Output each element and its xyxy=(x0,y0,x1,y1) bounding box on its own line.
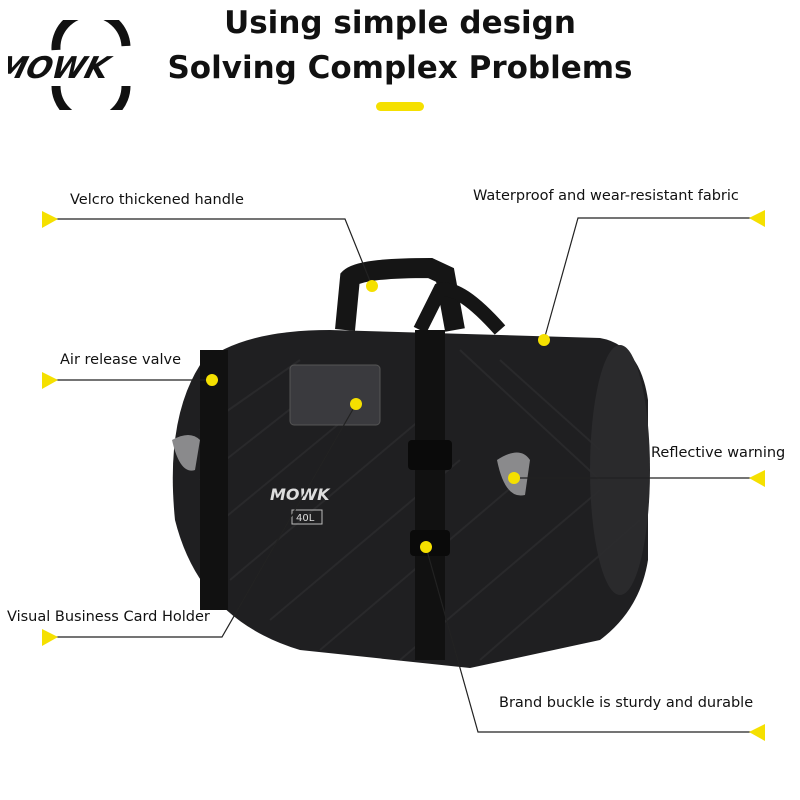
strap xyxy=(413,282,506,335)
center-strap xyxy=(415,330,445,660)
dot-icon xyxy=(420,541,432,553)
dot-icon xyxy=(350,398,362,410)
headline-line2: Solving Complex Problems xyxy=(167,50,633,86)
callout-arrows xyxy=(42,210,765,741)
logo-text: MOWK xyxy=(8,51,116,85)
left-strap xyxy=(200,350,228,610)
dot-icon xyxy=(206,374,218,386)
buckle xyxy=(408,440,452,470)
reflective-patch xyxy=(172,435,200,471)
callout-card-holder: Visual Business Card Holder xyxy=(7,609,210,625)
callout-reflective-warning: Reflective warning xyxy=(651,445,786,461)
arrow-icon xyxy=(749,470,765,487)
callout-velcro-handle: Velcro thickened handle xyxy=(70,192,244,208)
dot-icon xyxy=(366,280,378,292)
bag-body xyxy=(172,330,648,668)
arrow-icon xyxy=(749,210,765,227)
arrow-icon xyxy=(42,629,58,646)
bag-logo-text: MOWK xyxy=(270,485,331,504)
callout-dots xyxy=(206,280,550,553)
callout-waterproof-fabric: Waterproof and wear-resistant fabric xyxy=(473,188,739,204)
callout-brand-buckle: Brand buckle is sturdy and durable xyxy=(499,695,754,711)
arrow-icon xyxy=(42,211,58,228)
brand-logo: MOWK xyxy=(8,20,131,110)
headline-line1: Using simple design xyxy=(224,5,576,41)
card-holder-window xyxy=(289,364,381,426)
arrow-icon xyxy=(749,724,765,741)
handle xyxy=(335,257,465,332)
callout-lines xyxy=(55,217,752,733)
capacity-label: 40L xyxy=(296,513,315,524)
arrow-icon xyxy=(42,372,58,389)
dot-icon xyxy=(508,472,520,484)
accent-bar xyxy=(376,102,424,111)
callout-air-valve: Air release valve xyxy=(60,352,181,368)
dot-icon xyxy=(538,334,550,346)
